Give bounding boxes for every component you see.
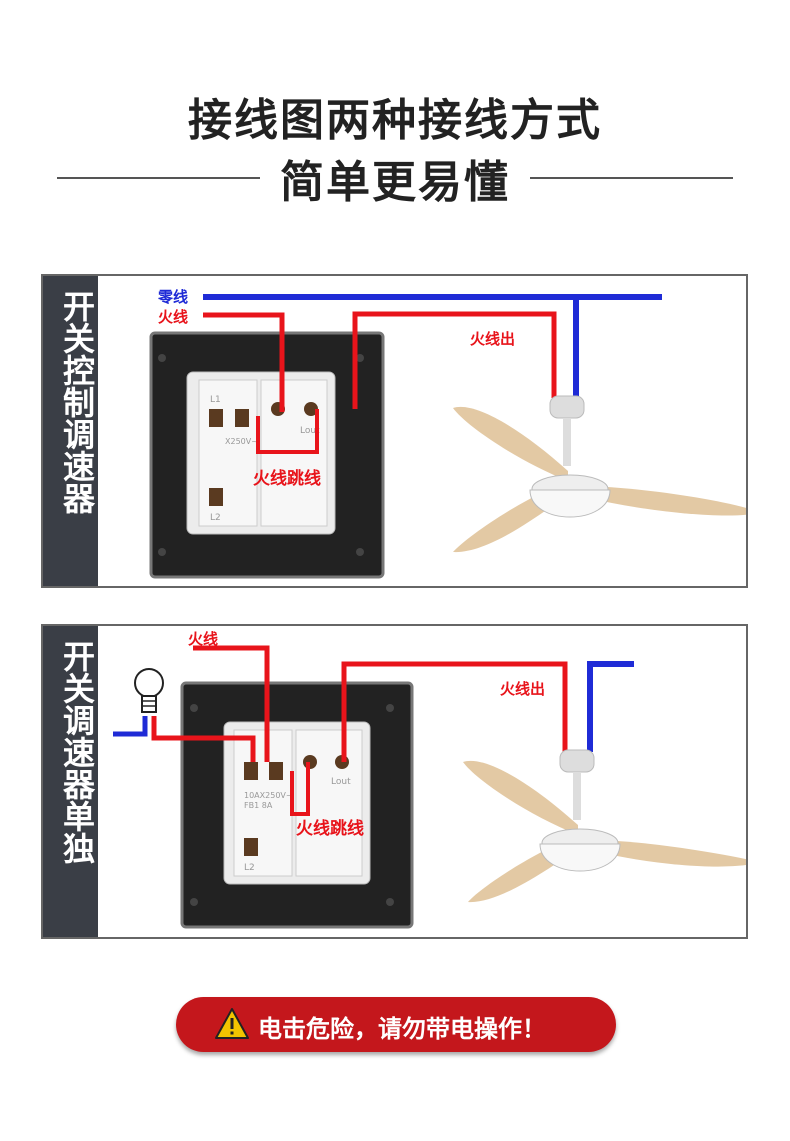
terminal-l1b — [235, 409, 249, 427]
live-wire — [193, 645, 270, 762]
mark-l2: L2 — [244, 863, 255, 873]
jumper-label: 火线跳线 — [296, 818, 364, 839]
ceiling-fan-icon — [453, 395, 746, 553]
mark-fb: FB1 8A — [244, 801, 273, 810]
title-line-1: 接线图两种接线方式 — [188, 95, 602, 146]
plate-screw — [158, 548, 166, 556]
jumper-label: 火线跳线 — [253, 468, 321, 489]
ceiling-fan-icon — [463, 749, 746, 903]
neutral-label: 零线 — [157, 288, 188, 306]
jumper-wire — [256, 409, 319, 454]
live-label: 火线 — [158, 308, 188, 326]
bulb-live-wire — [151, 716, 256, 762]
mark-rating: 10AX250V~ — [244, 791, 293, 800]
terminal-block-right — [295, 729, 363, 877]
plate-screw — [386, 898, 394, 906]
live-out-wire — [352, 311, 557, 409]
mark-l2: L2 — [210, 513, 221, 523]
mark-lout: Lout — [300, 426, 320, 436]
live-out-label: 火线出 — [470, 330, 515, 348]
plate-screw — [190, 704, 198, 712]
neutral-wire-left — [113, 716, 148, 737]
panel-side-label: 开关调速器单独 — [58, 640, 96, 864]
mark-lout: Lout — [331, 777, 351, 787]
wiring-diagram-1: L1 X250V~ L2 Lout 零线 火线 火线出 火线跳线 — [149, 288, 746, 579]
warning-triangle-icon — [215, 1008, 249, 1039]
light-bulb-icon — [134, 668, 164, 713]
terminal-b — [269, 762, 283, 780]
live-out-wire — [341, 661, 568, 762]
title-line-2: 简单更易懂 — [280, 157, 510, 208]
terminal-lout-b — [304, 402, 318, 416]
terminal-block-left — [233, 729, 293, 877]
neutral-wire-right — [587, 661, 634, 752]
panel-side-bar: 开关调速器单独 — [43, 626, 98, 937]
terminal-a — [244, 762, 258, 780]
plate-screw — [356, 354, 364, 362]
panel-speed-standalone: 开关调速器单独 10AX250V~ FB1 8A L2 Lout — [41, 624, 748, 939]
live-label: 火线 — [188, 630, 218, 648]
warning-banner: 电击危险，请勿带电操作！ — [176, 997, 616, 1052]
plate-screw — [158, 354, 166, 362]
panel-side-bar: 开关控制调速器 — [43, 276, 98, 586]
divider-right — [530, 177, 733, 179]
panel-switch-controls-speed: 开关控制调速器 L1 X250V~ L2 Lout 零线 火线 火线出 火线跳线 — [41, 274, 748, 588]
divider-left — [57, 177, 260, 179]
panel-side-label: 开关控制调速器 — [58, 290, 96, 514]
plate-screw — [386, 704, 394, 712]
terminal-l2 — [209, 488, 223, 506]
wiring-diagram-2: 10AX250V~ FB1 8A L2 Lout 火线 火线出 火线跳线 — [113, 630, 746, 929]
warning-text: 电击危险，请勿带电操作！ — [258, 1015, 546, 1043]
jumper-wire — [290, 762, 310, 816]
terminal-l1 — [209, 409, 223, 427]
terminal-block-left — [198, 379, 258, 527]
live-wire — [203, 312, 285, 412]
plate-screw — [356, 548, 364, 556]
live-out-label: 火线出 — [500, 680, 545, 698]
mark-l1: L1 — [210, 395, 221, 405]
mark-voltage: X250V~ — [225, 437, 258, 446]
plate-screw — [190, 898, 198, 906]
terminal-c — [244, 838, 258, 856]
